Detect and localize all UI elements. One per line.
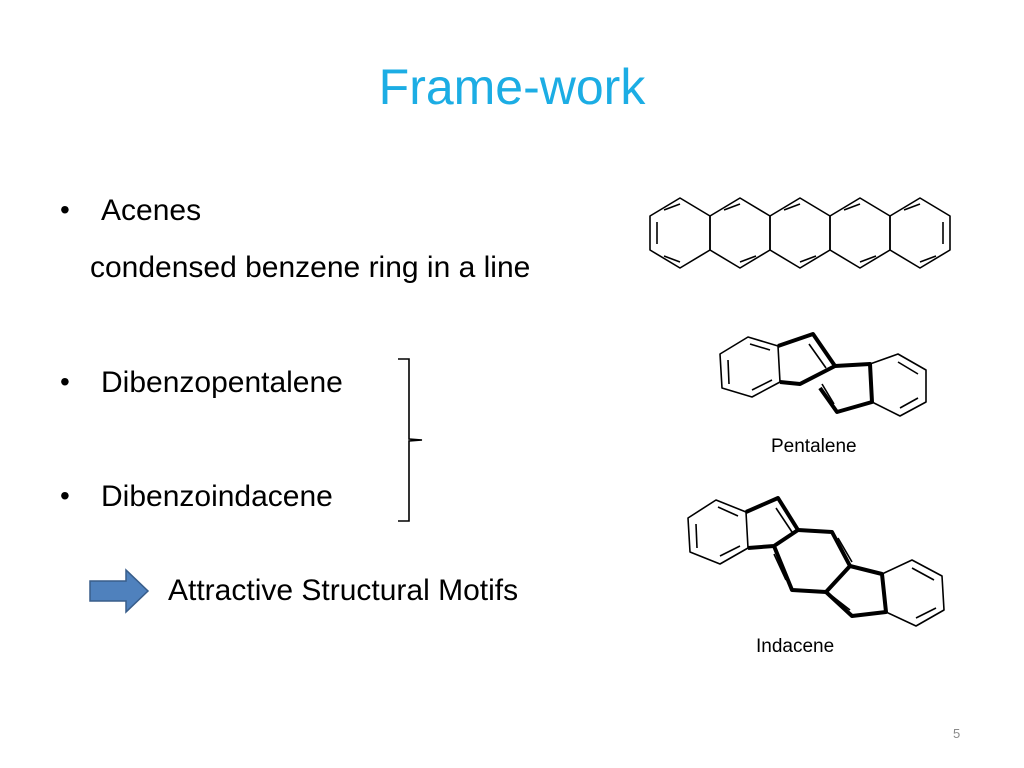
grouping-brace <box>398 358 423 522</box>
bullet-acenes: Acenes <box>101 194 202 227</box>
indacene-structure <box>687 496 945 627</box>
bullet-dibenzopentalene: Dibenzopentalene <box>101 366 343 399</box>
pentalene-structure <box>719 332 927 417</box>
bullet-marker: • <box>60 480 70 511</box>
acenes-description: condensed benzene ring in a line <box>90 251 531 284</box>
pentalene-label: Pentalene <box>771 436 857 457</box>
page-number: 5 <box>953 726 961 741</box>
right-arrow-icon <box>89 568 150 614</box>
indacene-label: Indacene <box>756 636 835 657</box>
bullet-marker: • <box>60 366 70 397</box>
slide-title: Frame-work <box>378 59 646 115</box>
arrow-shape <box>89 568 150 614</box>
bullet-dibenzoindacene: Dibenzoindacene <box>101 480 333 513</box>
conclusion-text: Attractive Structural Motifs <box>168 574 519 607</box>
bullet-marker: • <box>60 194 70 225</box>
pentacene-structure <box>649 197 951 269</box>
